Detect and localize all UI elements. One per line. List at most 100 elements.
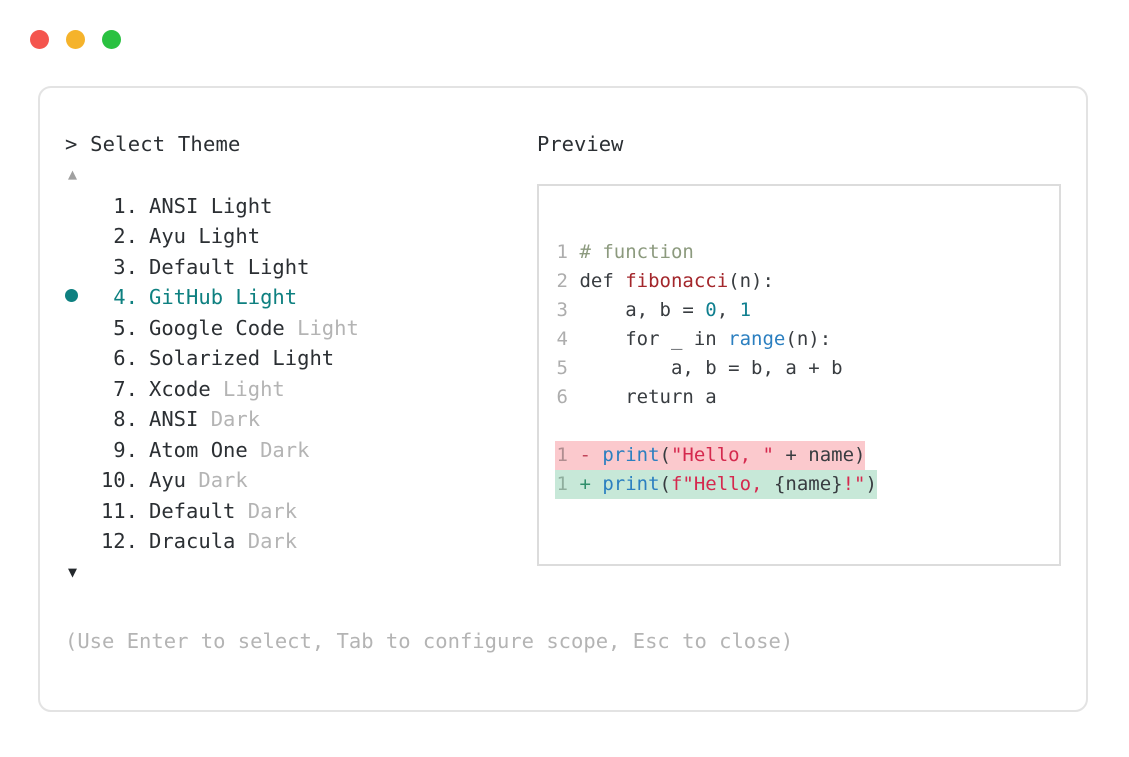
code-token: def [579,269,626,292]
code-token: return a [579,385,717,408]
theme-item-index: 6. [100,346,138,370]
code-token: for _ in [579,327,729,350]
theme-list-item[interactable]: 9.Atom One Dark [65,435,505,466]
code-token: fibonacci [625,269,729,292]
theme-item-name: ANSI [149,193,199,218]
code-line: 5 a, b = b, a + b [555,354,1059,383]
theme-list-item[interactable]: 8.ANSI Dark [65,404,505,435]
theme-item-name: Atom One [149,437,248,462]
theme-item-variant: Light [210,376,285,401]
theme-item-name: GitHub [149,285,224,309]
theme-item-index: 4. [100,285,138,309]
theme-item-index: 10. [100,468,138,492]
line-number: 1 [556,472,568,495]
minimize-dot[interactable] [66,30,85,49]
code-token: "Hello, " [670,443,774,466]
code-token: (n): [785,327,832,350]
code-token [568,241,579,263]
code-token: range [728,327,786,350]
theme-item-variant: Light [284,315,359,340]
line-number: 6 [556,385,568,408]
code-token: + name) [773,443,866,466]
theme-item-name: Xcode [149,376,211,401]
keyboard-hint: (Use Enter to select, Tab to configure s… [65,629,794,653]
theme-item-index: 1. [100,193,138,218]
theme-list-item[interactable]: 5.Google Code Light [65,313,505,344]
diff-block: 1 - print("Hello, " + name)1 + print(f"H… [555,440,1059,499]
theme-item-name: Dracula [149,529,236,553]
code-line: 4 for _ in range(n): [555,325,1059,354]
code-token [568,357,579,379]
line-number: 5 [556,356,568,379]
theme-list-item[interactable]: 10. Ayu Dark [65,465,505,496]
code-blank-line [555,412,1059,441]
code-token: !" [842,472,866,495]
code-token [568,386,579,408]
theme-item-index: 12. [100,529,138,553]
code-token: a, b = b, a + b [579,356,843,379]
theme-list-item[interactable]: 1. ANSI Light [65,191,505,222]
theme-item-index: 5. [100,315,138,340]
theme-item-variant: Dark [235,529,298,553]
theme-item-variant: Light [198,193,273,218]
theme-item-variant: Dark [198,407,261,431]
code-line: 3 a, b = 0, 1 [555,296,1059,325]
code-line: 2 def fibonacci(n): [555,267,1059,296]
code-token: 1 [739,298,752,321]
scroll-up-icon[interactable]: ▲ [68,164,78,183]
maximize-dot[interactable] [102,30,121,49]
theme-item-variant: Dark [186,468,248,492]
code-token [568,328,579,350]
theme-item-name: Ayu [149,468,187,492]
code-token: print [602,443,660,466]
diff-marker: - [568,443,603,466]
theme-item-name: ANSI [149,407,199,431]
code-token: a, b = [579,298,706,321]
code-token: {name} [773,472,843,495]
code-token: (n): [728,269,774,292]
theme-list-item[interactable]: 11.Default Dark [65,496,505,527]
line-number: 4 [556,327,568,350]
theme-item-variant: Light [235,254,310,279]
theme-list-item[interactable]: 4. GitHub Light [65,282,505,313]
code-line: 6 return a [555,383,1059,412]
code-token: print [602,472,660,495]
line-number: 2 [556,269,568,292]
theme-item-index: 9. [100,437,138,462]
diff-row: 1 - print("Hello, " + name) [555,440,1059,470]
line-number: 3 [556,298,568,321]
code-token: ( [659,443,671,466]
code-token: ) [865,472,877,495]
diff-added-line: 1 + print(f"Hello, {name}!") [555,469,877,499]
theme-select-panel: > Select Theme ▲ 1.ANSI Light 2.Ayu Ligh… [65,134,505,580]
theme-list-item[interactable]: 2. Ayu Light [65,221,505,252]
theme-item-variant: Light [223,285,298,309]
close-dot[interactable] [30,30,49,49]
window-titlebar [30,30,121,49]
theme-item-variant: Light [260,346,335,370]
selection-dot-icon [65,289,78,302]
scroll-down-icon[interactable]: ▼ [68,562,78,581]
theme-item-name: Ayu [149,224,187,248]
theme-item-variant: Light [186,224,261,248]
theme-list-item[interactable]: 7. Xcode Light [65,374,505,405]
code-token [568,299,579,321]
line-number: 1 [556,443,568,466]
line-number: 1 [556,240,568,263]
theme-item-index: 11. [100,498,138,523]
code-token [568,270,579,292]
theme-list-item[interactable]: 12. Dracula Dark [65,526,505,557]
theme-list: 1. ANSI Light 2. Ayu Light 3.Default Light… [65,191,505,557]
theme-item-index: 2. [100,224,138,248]
theme-item-index: 7. [100,376,138,401]
theme-item-variant: Dark [235,498,298,523]
theme-picker-card: > Select Theme ▲ 1.ANSI Light 2.Ayu Ligh… [38,86,1088,712]
code-token: f"Hello, [670,472,774,495]
theme-list-item[interactable]: 6.Solarized Light [65,343,505,374]
code-token: # function [579,240,694,263]
theme-list-item[interactable]: 3.Default Light [65,252,505,283]
diff-row: 1 + print(f"Hello, {name}!") [555,469,1059,499]
